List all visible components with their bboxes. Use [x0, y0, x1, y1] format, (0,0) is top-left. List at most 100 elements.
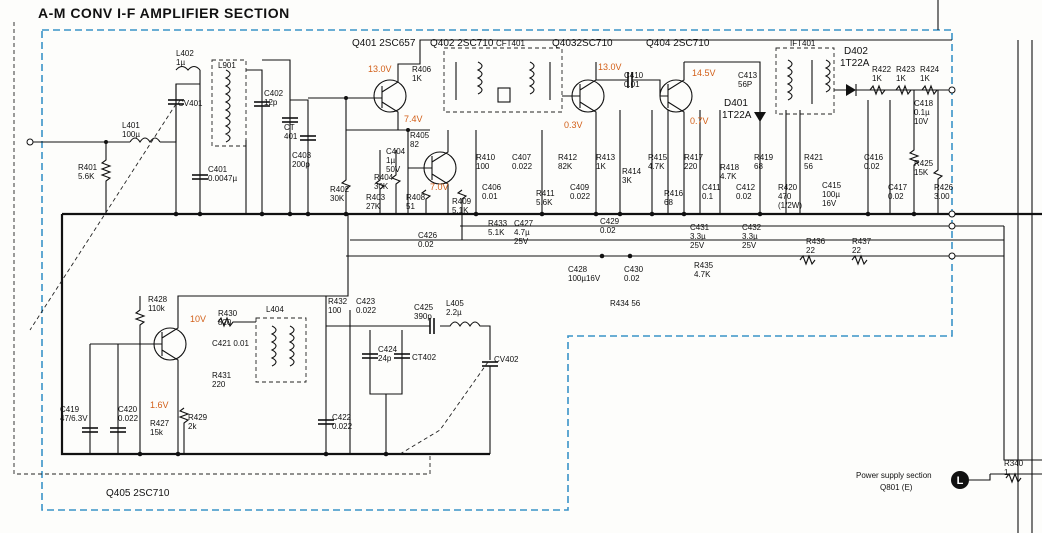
label-r437-line: R437 [852, 237, 872, 246]
label-ct402: CT402 [412, 353, 437, 362]
label-c420-line: C420 [118, 405, 138, 414]
label-c424-line: C424 [378, 345, 398, 354]
label-r415-line: R415 [648, 153, 668, 162]
label-r412-line: 82K [558, 162, 573, 171]
c424-ct402 [369, 330, 403, 454]
label-d402-name: D402 [844, 46, 868, 57]
diode-d402-symbol [846, 84, 856, 96]
label-c427-line: 25V [514, 237, 529, 246]
resistors-r425-r426 [908, 90, 944, 214]
input-wire [30, 83, 200, 143]
resistor-r340 [1005, 472, 1022, 484]
label-r430-line: 820 [218, 318, 232, 327]
label-r432-line: R432 [328, 297, 348, 306]
resistor-r403 [374, 150, 386, 214]
label-r428-line: 110k [148, 304, 166, 313]
label-c423-line: 0.022 [356, 306, 377, 315]
label-d401-name: D401 [724, 98, 748, 109]
label-r417-line: R417 [684, 153, 704, 162]
right-edge-wires [937, 0, 1042, 533]
label-r430-line: R430 [218, 309, 238, 318]
l404-box [255, 317, 307, 383]
label-c429-line: C429 [600, 217, 620, 226]
label-cv402-line: CV402 [494, 355, 519, 364]
label-q402: Q402 2SC710 [430, 38, 494, 49]
label-c422-line: 0.022 [332, 422, 353, 431]
c410-to-q404 [632, 79, 661, 96]
resistors-r408-r409 [420, 189, 468, 214]
label-r436-line: 22 [806, 246, 815, 255]
label-r405-line: 82 [410, 140, 419, 149]
label-r434: R434 56 [610, 299, 641, 308]
voltage-q405-emitter: 1.6V [150, 400, 169, 410]
lower-rails [346, 214, 1004, 257]
label-c415-line: 16V [822, 199, 837, 208]
label-r423-line: R423 [896, 65, 916, 74]
inductor-l401 [129, 137, 161, 144]
label-r425-line: R425 [914, 159, 934, 168]
label-c426-line: C426 [418, 231, 438, 240]
label-r409-line: 5.1K [452, 206, 469, 215]
label-c417-line: 0.02 [888, 192, 904, 201]
label-r404-line: R404 [374, 173, 394, 182]
q405-wires [90, 214, 349, 454]
q405-bias [89, 344, 119, 454]
label-ct402-line: CT402 [412, 353, 437, 362]
section-title: A-M CONV I-F AMPLIFIER SECTION [38, 5, 290, 21]
power-supply-label: Power supply section [856, 471, 932, 480]
power-supply-marker [951, 471, 969, 489]
resistors-r422-r424 [869, 84, 938, 96]
label-c409-line: C409 [570, 183, 590, 192]
label-c413-line: 56P [738, 80, 752, 89]
label-r411-line: R411 [536, 189, 555, 198]
diode-d401-symbol [754, 112, 766, 122]
label-r425-line: 15K [914, 168, 929, 177]
resistors-r436-r437 [799, 254, 868, 266]
label-c418-line: 10V [914, 117, 929, 126]
q404-wires [660, 62, 685, 214]
label-r340-line: 1 [1004, 468, 1009, 477]
outer-dashed-boundary [13, 22, 431, 475]
label-r433-line: R433 [488, 219, 508, 228]
voltage-q405-collector: 10V [190, 314, 206, 324]
resistor-r429 [178, 407, 190, 454]
label-r437-line: 22 [852, 246, 861, 255]
label-ift401: IFT401 [790, 39, 816, 48]
label-r421-line: R421 [804, 153, 824, 162]
label-r422-line: 1K [872, 74, 882, 83]
label-r410-line: R410 [476, 153, 496, 162]
label-cft401: CFT401 [496, 39, 525, 48]
label-c404-line: C404 [386, 147, 406, 156]
label-r414-line: 3K [622, 176, 632, 185]
label-c401-line: 0.0047µ [208, 174, 237, 183]
label-q401: Q401 2SC657 [352, 38, 416, 49]
label-c411-line: 0.1 [702, 192, 714, 201]
label-r431-line: R431 [212, 371, 232, 380]
label-r417-line: 220 [684, 162, 698, 171]
label-c420-line: 0.022 [118, 414, 139, 423]
label-c410-line: 0.01 [624, 80, 640, 89]
label-r412-line: R412 [558, 153, 578, 162]
cft401-box [443, 47, 563, 113]
label-r403-line: R403 [366, 193, 386, 202]
label-r414-line: R414 [622, 167, 642, 176]
label-r410-line: 100 [476, 162, 490, 171]
c403-wire [290, 99, 309, 214]
label-d402-type: 1T22A [840, 58, 870, 69]
